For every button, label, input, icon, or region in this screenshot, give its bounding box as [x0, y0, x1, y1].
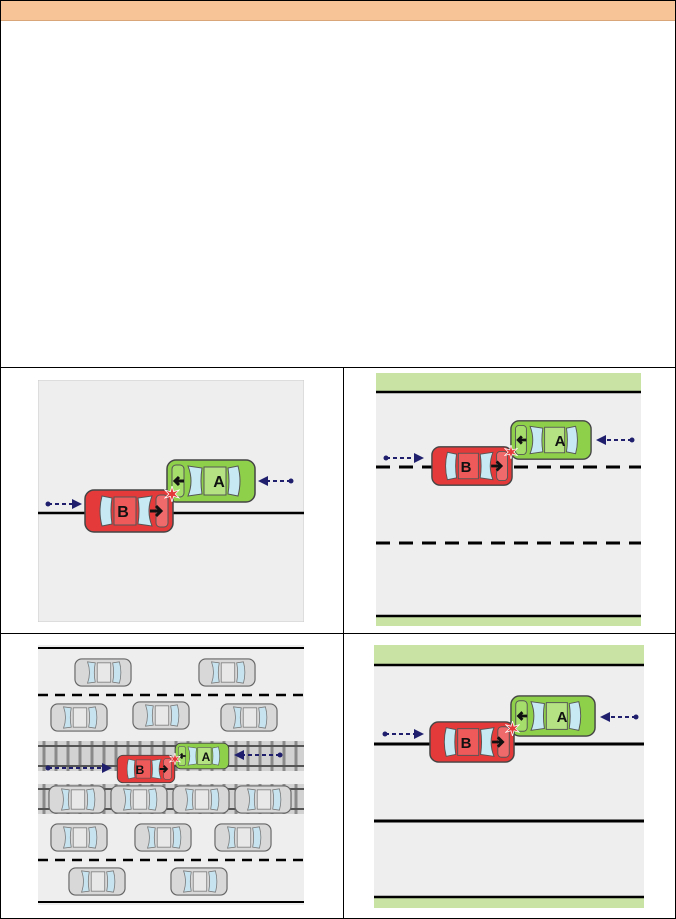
- vehicle-b-label: B: [461, 459, 472, 476]
- parked-car: [220, 703, 278, 732]
- parked-car: [110, 785, 168, 814]
- parked-car: [68, 867, 126, 896]
- parked-car: [134, 823, 192, 852]
- divider-middle: [0, 633, 676, 634]
- panel-multi-lane-solid: A B: [374, 645, 644, 908]
- parked-car: [132, 701, 190, 730]
- parked-car: [50, 823, 108, 852]
- parked-car: [50, 703, 108, 732]
- vehicle-a-label: A: [557, 709, 568, 726]
- blank-content-area: [1, 21, 675, 367]
- parked-car: [74, 658, 132, 687]
- header-band: [1, 1, 675, 21]
- parked-car: [214, 823, 272, 852]
- road-surface: [374, 645, 644, 908]
- parked-car: [234, 785, 292, 814]
- verge-bottom: [376, 616, 641, 626]
- vehicle-b-label: B: [136, 763, 145, 777]
- panel-multi-lane-dashed: A B: [376, 373, 641, 626]
- vehicle-b: [429, 720, 515, 764]
- verge-top: [374, 645, 644, 664]
- verge-top: [376, 373, 641, 391]
- panel-parking-rail: A B: [38, 645, 304, 905]
- road-surface: [376, 373, 641, 626]
- divider-top: [0, 367, 676, 368]
- parked-car: [48, 785, 106, 814]
- vehicle-b: [116, 754, 176, 784]
- vehicle-b: [84, 488, 174, 534]
- vehicle-b-label: B: [117, 504, 129, 521]
- verge-bottom: [374, 897, 644, 908]
- parked-car: [170, 867, 228, 896]
- parked-car: [172, 785, 230, 814]
- parked-car: [198, 658, 256, 687]
- divider-vertical: [343, 367, 344, 919]
- panel-two-lane-road: A B: [38, 380, 304, 622]
- vehicle-a-label: A: [213, 474, 225, 491]
- vehicle-a-label: A: [202, 750, 211, 764]
- vehicle-a: [510, 694, 596, 738]
- vehicle-b-label: B: [461, 735, 472, 752]
- vehicle-a: [510, 419, 592, 461]
- vehicle-b: [431, 445, 513, 487]
- vehicle-a: [166, 458, 256, 504]
- vehicle-a-label: A: [555, 433, 566, 450]
